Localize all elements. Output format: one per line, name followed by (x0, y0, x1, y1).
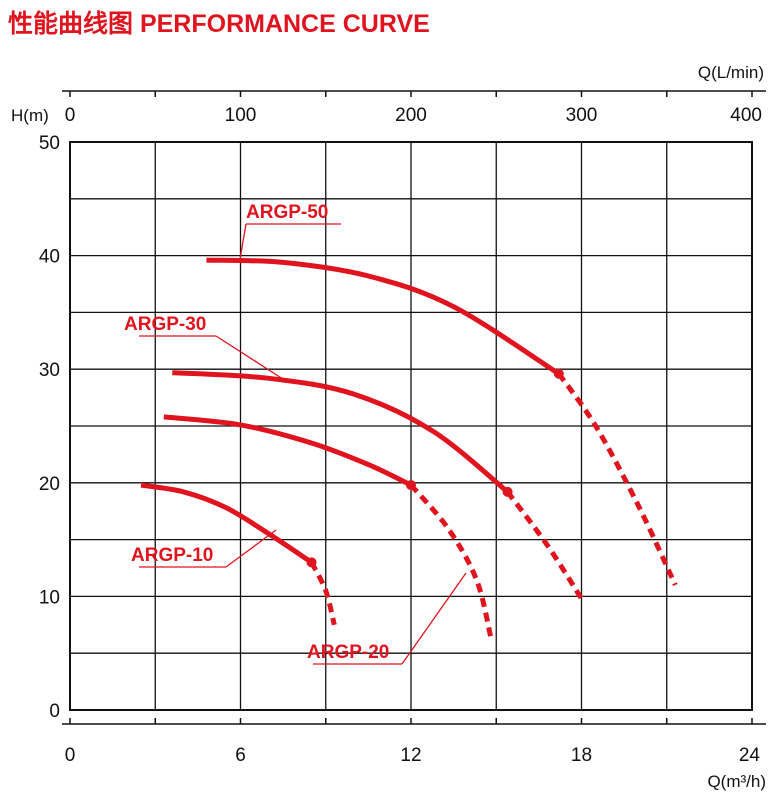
curve-argp-20-marker (406, 480, 416, 491)
bottom-tick-label: 6 (235, 745, 246, 766)
bottom-tick-label: 12 (400, 745, 421, 766)
curve-argp-50-dashed (556, 372, 678, 587)
top-tick-label: 0 (65, 105, 76, 126)
label-argp-50-leader (239, 223, 247, 260)
y-tick-label: 30 (39, 360, 60, 381)
curve-argp-30-marker (502, 486, 513, 497)
label-argp-30: ARGP-30 (124, 314, 206, 335)
bottom-axis-title: Q(m³/h) (707, 772, 766, 791)
top-tick-label: 400 (730, 105, 762, 126)
curve-argp-30-dashed (505, 490, 584, 601)
top-axis-title: Q(L/min) (698, 63, 764, 82)
curve-argp-10-dashed (309, 561, 337, 626)
y-tick-label: 0 (49, 701, 60, 722)
axes: 0 100 200 300 400 Q(L/min) 0 6 12 18 24Q(m³/h) 0 10 2… (11, 63, 766, 791)
label-argp-20-leader (401, 572, 467, 665)
bottom-tick-label: 0 (65, 745, 76, 766)
plot-frame (69, 141, 753, 711)
bottom-tick-label: 24 (739, 745, 761, 766)
curve-argp-50-marker (553, 368, 564, 379)
curve-argp-50-solid (206, 257, 561, 376)
curves (140, 257, 678, 637)
curve-argp-20-solid (163, 414, 413, 488)
top-tick-label: 300 (566, 105, 598, 126)
y-tick-label: 50 (39, 133, 60, 154)
top-tick-label: 100 (225, 105, 257, 126)
curve-argp-10-marker (306, 557, 317, 568)
label-argp-20: ARGP-20 (307, 642, 389, 663)
y-axis-title: H(m) (11, 106, 49, 125)
grid (69, 141, 753, 711)
curve-argp-10-solid (140, 482, 313, 565)
curve-argp-20-dashed (409, 483, 494, 637)
label-argp-10: ARGP-10 (131, 545, 213, 566)
y-tick-label: 40 (39, 247, 60, 268)
y-tick-label: 10 (39, 587, 60, 608)
label-argp-50: ARGP-50 (246, 202, 328, 223)
top-tick-label: 200 (395, 105, 427, 126)
curve-argp-30-solid (172, 370, 510, 494)
page-title: 性能曲线图 PERFORMANCE CURVE (8, 10, 430, 38)
bottom-tick-label: 18 (571, 745, 592, 766)
label-argp-10-leader (225, 529, 277, 568)
y-tick-label: 20 (39, 474, 60, 495)
label-argp-30-leader (215, 335, 287, 382)
